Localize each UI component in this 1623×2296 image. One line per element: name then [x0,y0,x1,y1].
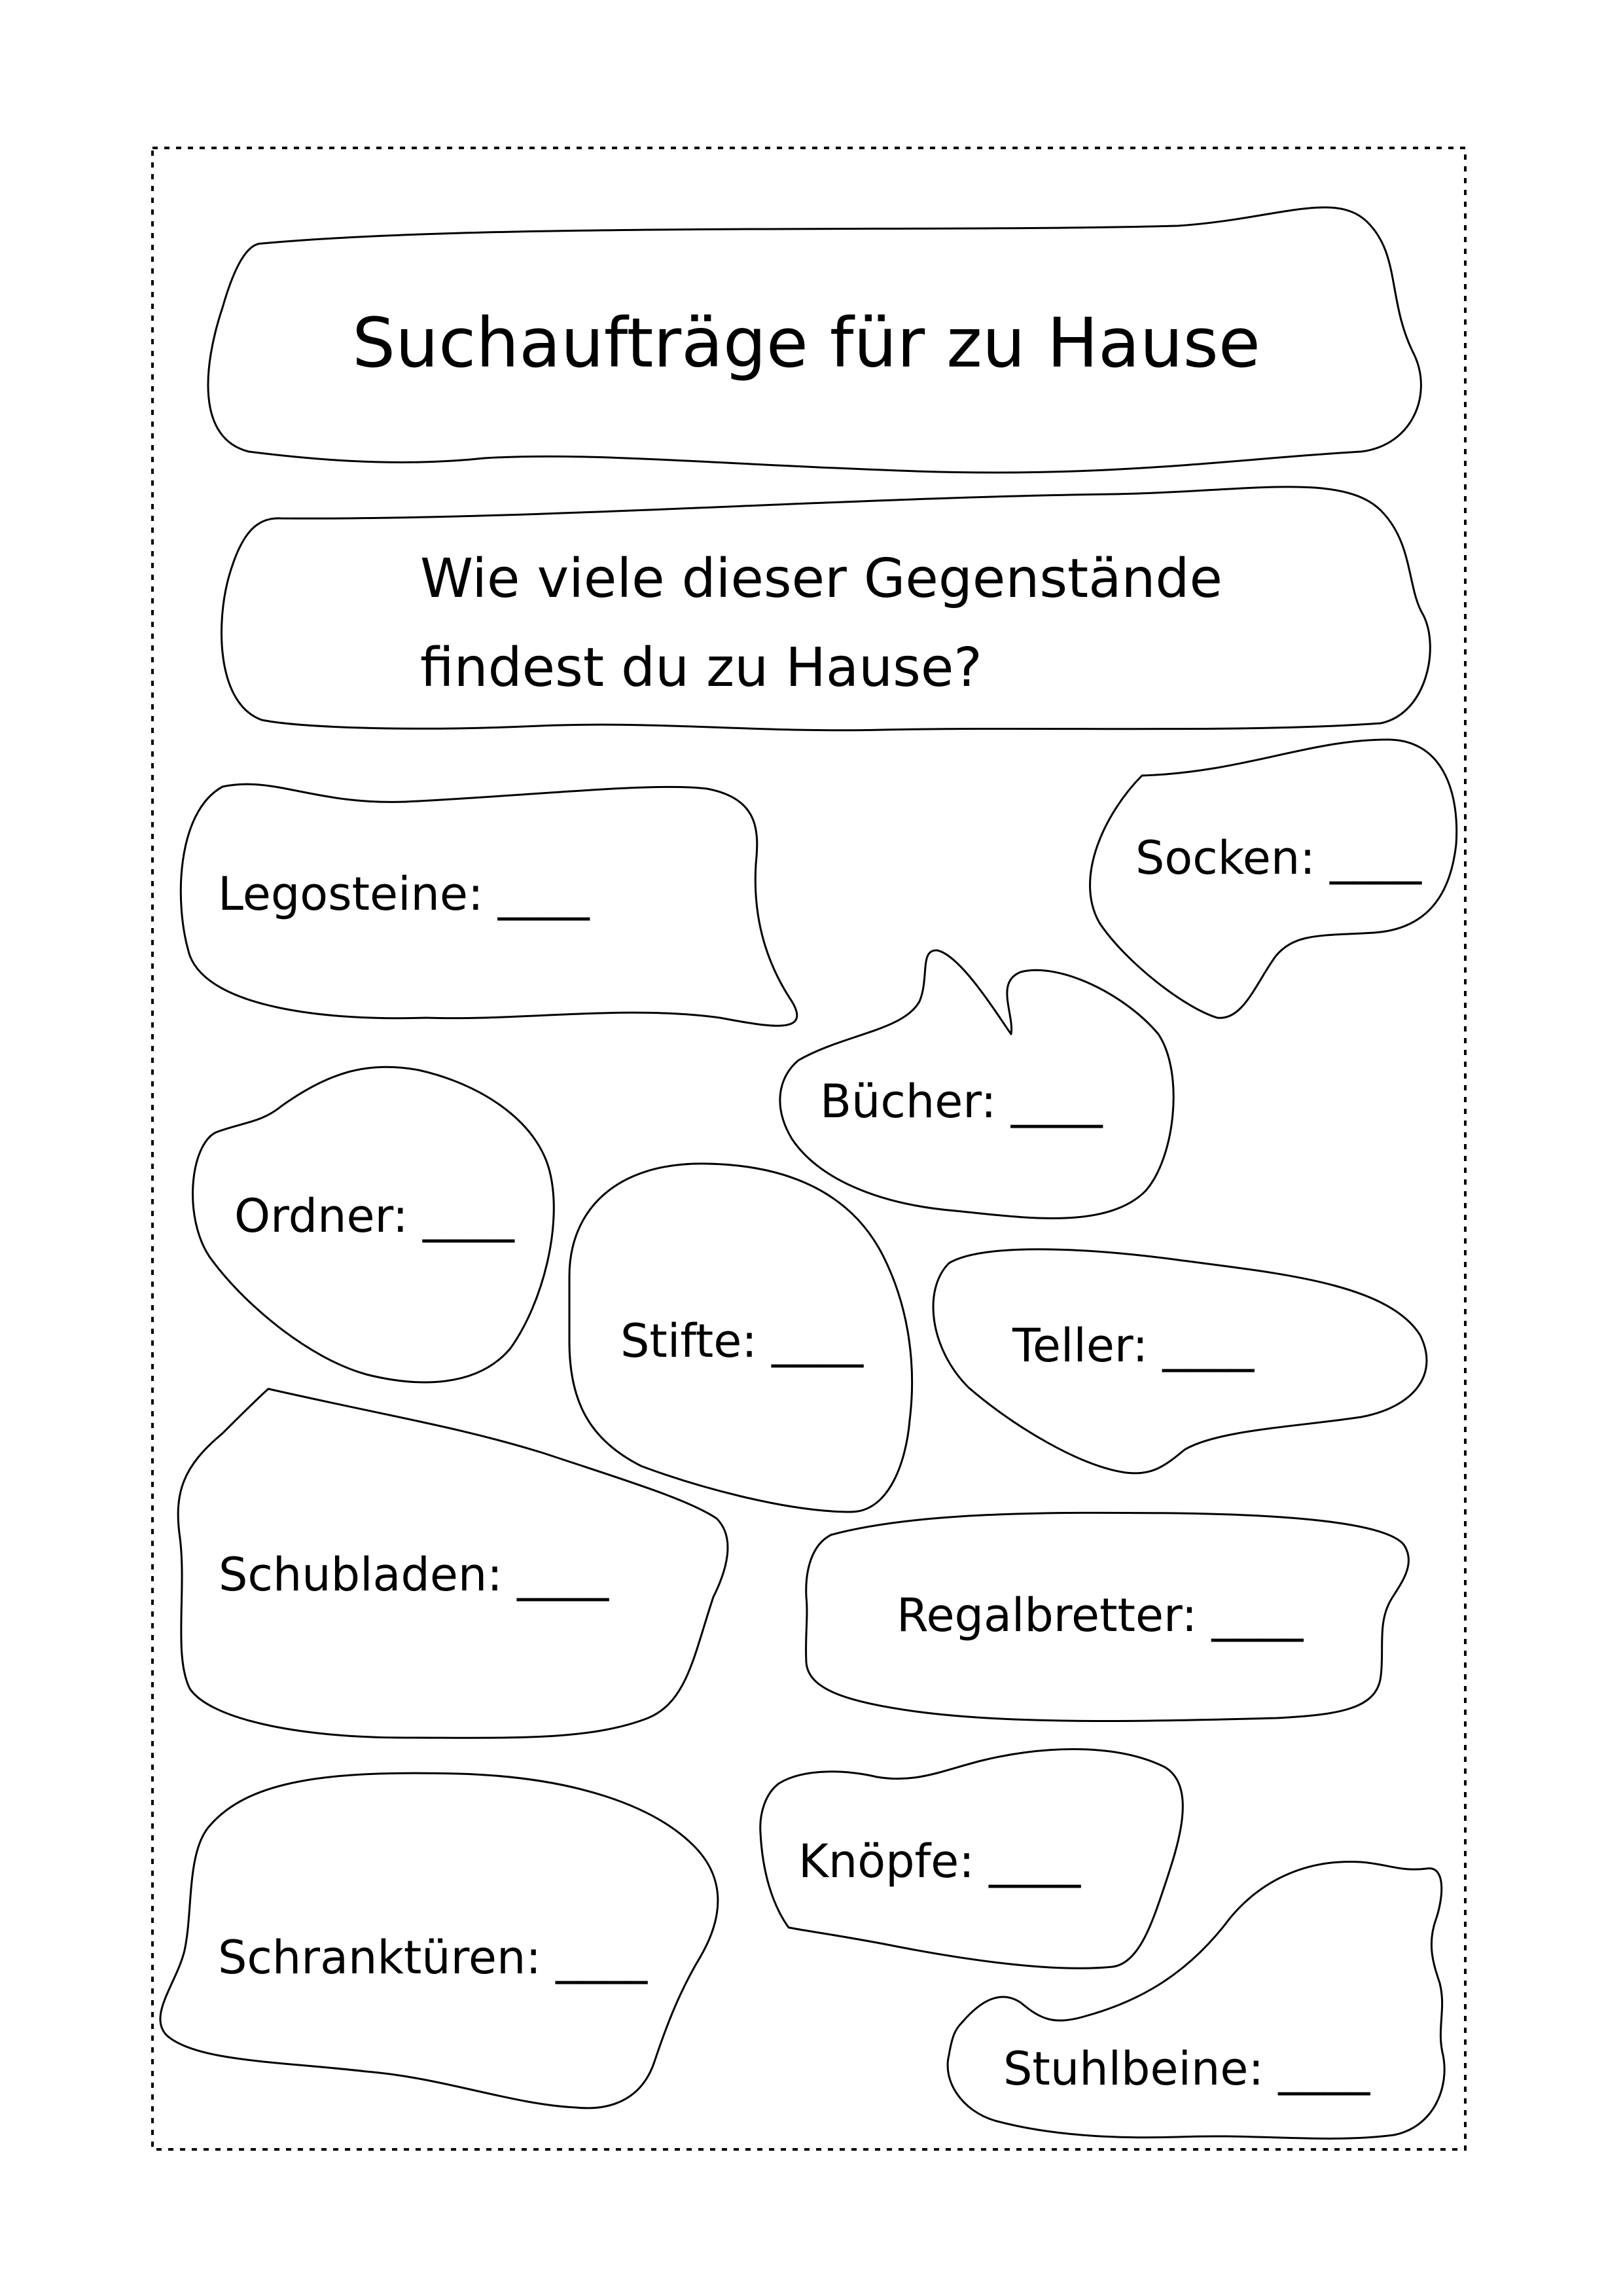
item-label-legosteine: Legosteine: ____ [218,867,590,921]
item-bubble-regalbretter [805,1511,1410,1722]
item-label-teller: Teller: ____ [1012,1319,1255,1372]
item-bubble-ordner [192,1066,555,1384]
item-label-ordner: Ordner: ____ [234,1189,515,1243]
item-bubble-buecher [779,949,1175,1219]
title-bubble [207,206,1422,474]
instruction-line-2: findest du zu Hause? [420,637,982,699]
item-bubble-socken [1089,738,1458,1019]
page-title: Suchaufträge für zu Hause [352,303,1260,383]
item-bubble-stuhlbeine [946,1860,1446,2140]
instruction-bubble [220,486,1431,732]
item-label-buecher: Bücher: ____ [820,1075,1103,1128]
item-bubble-schubladen [177,1388,729,1739]
item-label-knoepfe: Knöpfe: ____ [798,1835,1081,1888]
item-bubble-schranktueren [159,1772,719,2109]
item-label-stuhlbeine: Stuhlbeine: ____ [1003,2042,1370,2096]
instruction-line-1: Wie viele dieser Gegenstände [420,548,1222,610]
dotted-frame [151,147,1467,2151]
item-label-schubladen: Schubladen: ____ [219,1548,609,1602]
item-label-socken: Socken: ____ [1135,831,1422,885]
item-bubble-knoepfe [759,1748,1184,1969]
item-bubble-teller [932,1248,1428,1475]
item-label-schranktueren: Schranktüren: ____ [218,1931,648,1984]
item-bubble-legosteine [179,783,798,1027]
item-bubble-stifte [568,1162,914,1513]
item-label-stifte: Stifte: ____ [620,1314,864,1368]
item-label-regalbretter: Regalbretter: ____ [897,1588,1304,1642]
